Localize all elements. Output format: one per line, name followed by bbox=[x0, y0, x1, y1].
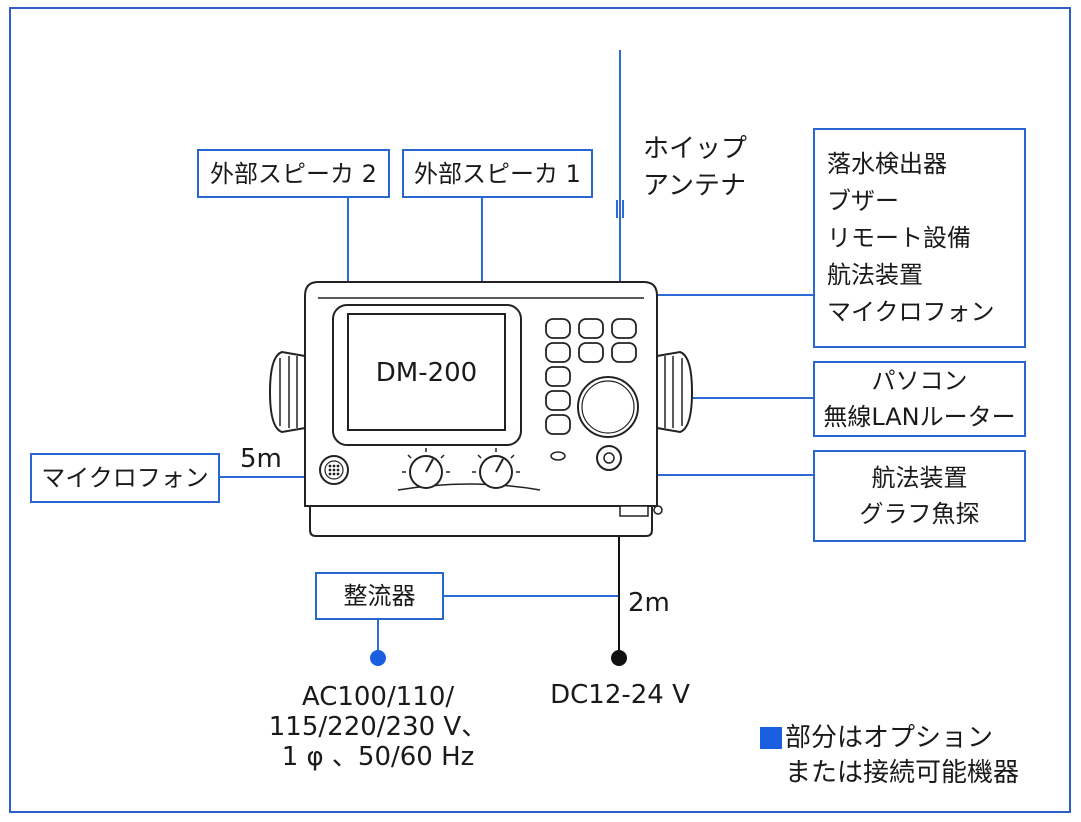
dial-ticks bbox=[402, 448, 520, 473]
dm200-radio-unit bbox=[268, 281, 694, 537]
mob-item: マイクロフォン bbox=[827, 297, 995, 326]
dc-power-spec: DC12-24 V bbox=[550, 680, 690, 710]
diagram-frame bbox=[9, 7, 1071, 813]
legend-swatch bbox=[760, 727, 782, 749]
display-screen bbox=[347, 313, 506, 431]
keypad bbox=[545, 318, 637, 435]
rectifier-box: 整流器 bbox=[315, 572, 444, 620]
legend-line-1: 部分はオプション bbox=[785, 723, 994, 753]
model-label: DM-200 bbox=[375, 358, 478, 388]
mic-cable-length: 5m bbox=[240, 444, 282, 474]
whip-antenna-icon bbox=[616, 50, 624, 282]
dc-power-dot bbox=[611, 650, 627, 666]
dc-cable-length: 2m bbox=[628, 588, 670, 618]
mob-item: ブザー bbox=[827, 186, 899, 215]
whip-antenna-label: ホイップ アンテナ bbox=[643, 134, 748, 201]
nav-label: 航法装置 bbox=[871, 464, 968, 492]
microphone-box: マイクロフォン bbox=[30, 453, 220, 503]
ac-power-spec: AC100/110/ 115/220/230 V、 1 φ 、50/60 Hz bbox=[268, 682, 488, 772]
mob-detector-group-box: 落水検出器 ブザー リモート設備 航法装置 マイクロフォン bbox=[813, 128, 1026, 348]
nav-fishfinder-box: 航法装置 グラフ魚探 bbox=[813, 450, 1026, 542]
small-button-icon bbox=[550, 451, 566, 461]
router-label: 無線LANルーター bbox=[823, 403, 1016, 431]
ext-speaker-2-box: 外部スピーカ 2 bbox=[197, 149, 390, 198]
mob-item: 落水検出器 bbox=[827, 149, 947, 178]
left-side-knob-icon bbox=[268, 350, 306, 434]
ac-power-dot bbox=[370, 650, 386, 666]
fishfinder-label: グラフ魚探 bbox=[859, 500, 980, 528]
mob-item: リモート設備 bbox=[827, 223, 971, 252]
mounting-bracket bbox=[309, 505, 653, 537]
legend-line-2: または接続可能機器 bbox=[785, 758, 1020, 788]
mic-connector-pins bbox=[328, 464, 340, 476]
mob-item: 航法装置 bbox=[827, 260, 923, 289]
ext-speaker-1-box: 外部スピーカ 1 bbox=[402, 149, 593, 198]
pc-label: パソコン bbox=[871, 367, 968, 395]
pc-router-box: パソコン 無線LANルーター bbox=[813, 361, 1026, 437]
right-side-knob-icon bbox=[656, 350, 694, 434]
